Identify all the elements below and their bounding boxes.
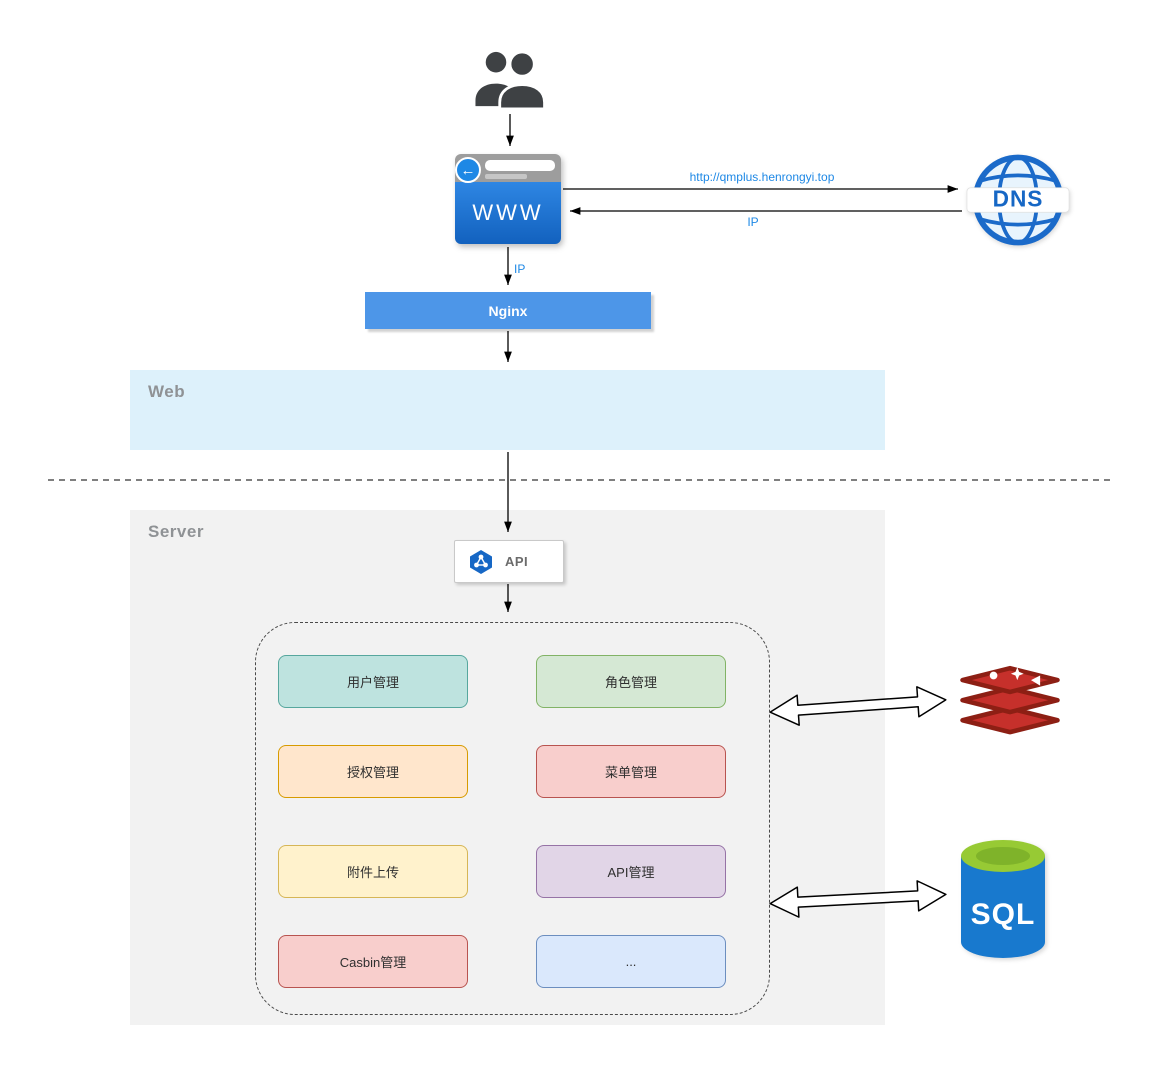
double-arrow-redis — [769, 686, 947, 726]
edge-dns-response-label: IP — [747, 215, 759, 229]
module-label: Casbin管理 — [339, 955, 407, 970]
module-box-auth-management: 授权管理 — [278, 745, 468, 798]
module-box-menu-management: 菜单管理 — [536, 745, 726, 798]
api-badge: API — [454, 540, 564, 583]
web-zone-label: Web — [148, 382, 186, 401]
server-zone-label: Server — [148, 522, 204, 541]
browser-frame: WWW — [455, 154, 561, 244]
browser-title: WWW — [472, 200, 544, 225]
module-label: 用户管理 — [346, 675, 399, 690]
redis-icon — [950, 660, 1070, 744]
module-label: 角色管理 — [604, 675, 657, 690]
nginx-node: Nginx — [365, 292, 651, 329]
nginx-label: Nginx — [488, 302, 528, 319]
database-cylinder-icon: SQL — [953, 836, 1053, 966]
edge-dns-request-label: http://qmplus.henrongyi.top — [689, 170, 835, 184]
double-arrow-sql — [769, 880, 947, 918]
api-label: API — [505, 554, 529, 569]
module-group: 用户管理 角色管理 授权管理 菜单管理 附件上传 API管理 Casbin管理 … — [255, 622, 770, 1015]
module-box-user-management: 用户管理 — [278, 655, 468, 708]
arrow-left-icon: ← — [455, 157, 481, 183]
browser-secondary-bar — [485, 174, 527, 179]
module-box-casbin-management: Casbin管理 — [278, 935, 468, 988]
globe-icon: DNS — [966, 148, 1070, 252]
module-label: API管理 — [607, 865, 655, 880]
browser-icon: WWW ← — [455, 154, 561, 244]
module-box-api-management: API管理 — [536, 845, 726, 898]
sql-label: SQL — [971, 898, 1036, 931]
module-label: 菜单管理 — [604, 765, 657, 780]
browser-url-bar — [485, 160, 555, 171]
module-label: ... — [625, 954, 637, 969]
dns-label: DNS — [993, 186, 1044, 212]
module-box-file-upload: 附件上传 — [278, 845, 468, 898]
users-icon — [468, 46, 552, 112]
api-hexagon-icon — [470, 549, 492, 574]
browser-body: WWW — [455, 182, 561, 244]
edge-ip-label: IP — [514, 262, 526, 276]
web-zone: Web — [130, 370, 885, 450]
module-label: 授权管理 — [346, 765, 399, 780]
module-label: 附件上传 — [346, 865, 399, 880]
module-box-role-management: 角色管理 — [536, 655, 726, 708]
module-box-more: ... — [536, 935, 726, 988]
